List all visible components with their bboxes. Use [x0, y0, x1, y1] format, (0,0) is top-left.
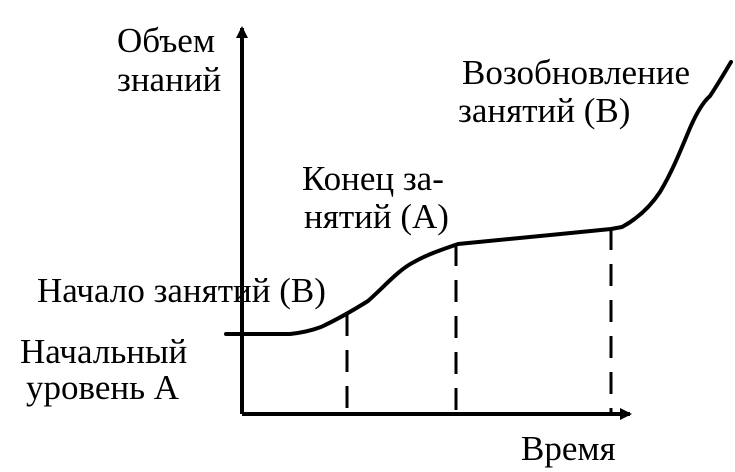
initial-level-label: Начальный уровень А	[20, 332, 196, 407]
y-axis-label: Объем знаний	[117, 21, 224, 99]
end-of-classes-line-2: нятий (А)	[304, 197, 449, 236]
resumption-label: Возобновление занятий (В)	[458, 53, 699, 130]
initial-level-line-2: уровень А	[26, 368, 180, 407]
resumption-line-1: Возобновление	[462, 53, 690, 92]
initial-level-line-1: Начальный	[20, 332, 187, 371]
x-axis-label: Время	[521, 429, 616, 468]
end-of-classes-line-1: Конец за-	[302, 159, 444, 198]
resumption-line-2: занятий (В)	[458, 91, 630, 130]
knowledge-curve	[224, 60, 733, 336]
y-axis-label-line-1: Объем	[117, 21, 215, 60]
y-axis-label-line-2: знаний	[117, 60, 221, 99]
start-of-classes-label: Начало занятий (В)	[37, 271, 326, 310]
end-of-classes-label: Конец за- нятий (А)	[302, 159, 453, 236]
